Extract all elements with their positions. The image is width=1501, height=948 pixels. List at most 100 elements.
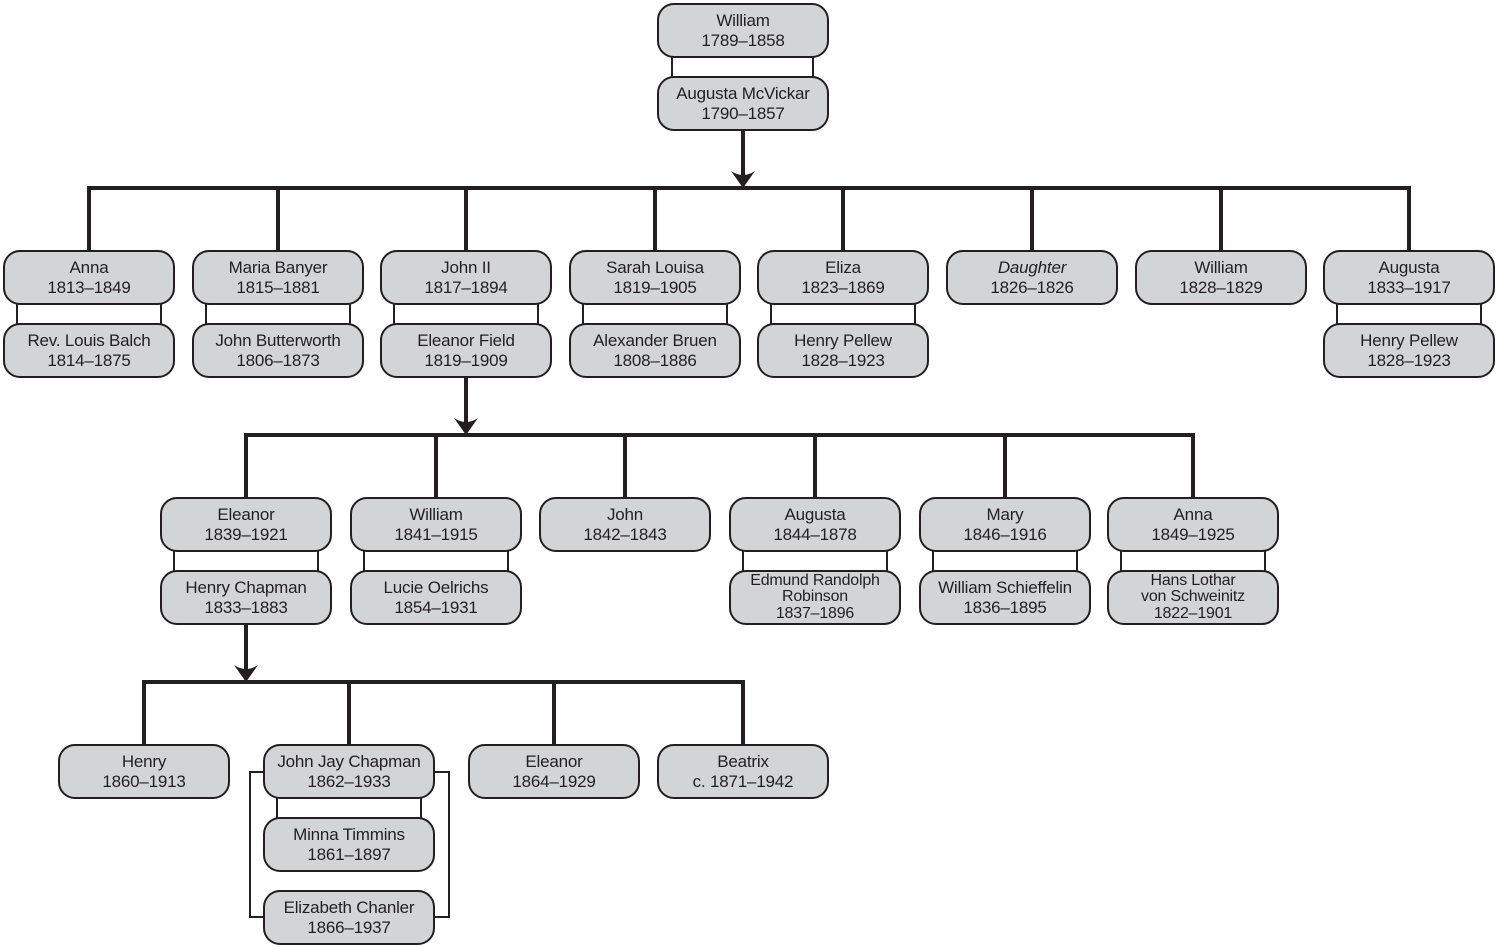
person-name: Henry Pellew — [794, 331, 892, 351]
box-edmund-robinson: Edmund Randolph Robinson 1837–1896 — [729, 570, 901, 625]
person-dates: 1841–1915 — [394, 524, 478, 544]
person-name: Eliza — [825, 258, 861, 278]
box-henry-chapman: Henry Chapman 1833–1883 — [160, 570, 332, 625]
box-beatrix: Beatrix c. 1871–1942 — [657, 744, 829, 799]
drop-line — [347, 682, 351, 744]
person-name: Alexander Bruen — [593, 331, 717, 351]
person-dates: 1854–1931 — [394, 597, 478, 617]
sibling-bus — [87, 186, 1411, 190]
drop-line — [87, 188, 91, 250]
person-dates: 1861–1897 — [307, 844, 391, 864]
person-dates: 1828–1923 — [1367, 350, 1451, 370]
person-dates: 1813–1849 — [47, 277, 131, 297]
person-name: Maria Banyer — [228, 258, 328, 278]
drop-line — [653, 188, 657, 250]
person-dates: 1808–1886 — [613, 350, 697, 370]
drop-line — [1407, 188, 1411, 250]
person-dates: 1844–1878 — [773, 524, 857, 544]
person-dates: 1789–1858 — [701, 30, 785, 50]
person-name: Henry Pellew — [1360, 331, 1458, 351]
person-name: William — [409, 505, 463, 525]
sibling-bus — [244, 433, 1195, 437]
box-william-schieffelin: William Schieffelin 1836–1895 — [919, 570, 1091, 625]
drop-line — [741, 682, 745, 744]
person-name: Daughter — [997, 258, 1067, 278]
person-dates: 1814–1875 — [47, 350, 131, 370]
drop-line — [841, 188, 845, 250]
person-name: Augusta McVickar — [676, 84, 810, 104]
box-minna-timmins: Minna Timmins 1861–1897 — [263, 817, 435, 872]
person-name: Eleanor — [525, 752, 583, 772]
person-name: Augusta — [784, 505, 846, 525]
person-dates: 1817–1894 — [424, 277, 508, 297]
box-henry-pellew-2: Henry Pellew 1828–1923 — [1323, 323, 1495, 378]
drop-line — [813, 435, 817, 497]
box-eleanor-g4: Eleanor 1864–1929 — [468, 744, 640, 799]
box-elizabeth-chanler: Elizabeth Chanler 1866–1937 — [263, 890, 435, 945]
person-name: John — [606, 505, 644, 525]
arrowhead-icon — [454, 418, 478, 435]
drop-line — [464, 188, 468, 250]
drop-line — [434, 435, 438, 497]
person-name: John Butterworth — [215, 331, 341, 351]
person-name: Eleanor Field — [417, 331, 515, 351]
person-name: William — [1194, 258, 1248, 278]
person-dates: 1833–1883 — [204, 597, 288, 617]
person-name: Beatrix — [717, 752, 769, 772]
person-name: Elizabeth Chanler — [283, 898, 415, 918]
arrowhead-icon — [234, 665, 258, 682]
drop-line — [1003, 435, 1007, 497]
person-dates: 1822–1901 — [1153, 604, 1233, 622]
drop-line — [623, 435, 627, 497]
drop-line — [552, 682, 556, 744]
box-eliza: Eliza 1823–1869 — [757, 250, 929, 305]
box-eleanor-field: Eleanor Field 1819–1909 — [380, 323, 552, 378]
person-name: Sarah Louisa — [606, 258, 704, 278]
person-name: Rev. Louis Balch — [27, 331, 151, 351]
person-dates: 1806–1873 — [236, 350, 320, 370]
box-william-g3: William 1841–1915 — [350, 497, 522, 552]
box-mary-g3: Mary 1846–1916 — [919, 497, 1091, 552]
person-name: William — [716, 11, 770, 31]
box-daughter: Daughter 1826–1826 — [946, 250, 1118, 305]
person-dates: 1837–1896 — [775, 604, 855, 622]
person-name: Henry Chapman — [185, 578, 307, 598]
box-henry-g4: Henry 1860–1913 — [58, 744, 230, 799]
person-dates: 1864–1929 — [512, 771, 596, 791]
box-augusta: Augusta 1833–1917 — [1323, 250, 1495, 305]
person-dates: 1862–1933 — [307, 771, 391, 791]
person-dates: 1823–1869 — [801, 277, 885, 297]
descent-line — [244, 625, 248, 670]
box-john-g3: John 1842–1843 — [539, 497, 711, 552]
person-name: John II — [441, 258, 491, 278]
person-dates: 1833–1917 — [1367, 277, 1451, 297]
box-anna: Anna 1813–1849 — [3, 250, 175, 305]
box-henry-pellew-1: Henry Pellew 1828–1923 — [757, 323, 929, 378]
box-louis-balch: Rev. Louis Balch 1814–1875 — [3, 323, 175, 378]
box-william-sr: William 1789–1858 — [657, 3, 829, 58]
box-john-ii: John II 1817–1894 — [380, 250, 552, 305]
person-name: Eleanor — [217, 505, 275, 525]
person-dates: 1828–1923 — [801, 350, 885, 370]
person-dates: 1836–1895 — [963, 597, 1047, 617]
person-dates: 1860–1913 — [102, 771, 186, 791]
descent-line — [741, 131, 745, 176]
box-william-jr: William 1828–1829 — [1135, 250, 1307, 305]
person-name: Anna — [1173, 505, 1213, 525]
person-dates: c. 1871–1942 — [692, 771, 794, 791]
box-john-jay-chapman: John Jay Chapman 1862–1933 — [263, 744, 435, 799]
person-dates: 1819–1909 — [424, 350, 508, 370]
person-name: Lucie Oelrichs — [383, 578, 489, 598]
person-name: Anna — [69, 258, 109, 278]
box-augusta-g3: Augusta 1844–1878 — [729, 497, 901, 552]
person-dates: 1826–1826 — [990, 277, 1074, 297]
box-anna-g3: Anna 1849–1925 — [1107, 497, 1279, 552]
person-name: John Jay Chapman — [277, 752, 421, 772]
drop-line — [1191, 435, 1195, 497]
person-name: Edmund Randolph Robinson — [750, 571, 880, 606]
person-name: Henry — [121, 752, 167, 772]
arrowhead-icon — [731, 171, 755, 188]
drop-line — [244, 435, 248, 497]
box-hans-von-schweinitz: Hans Lothar von Schweinitz 1822–1901 — [1107, 570, 1279, 625]
